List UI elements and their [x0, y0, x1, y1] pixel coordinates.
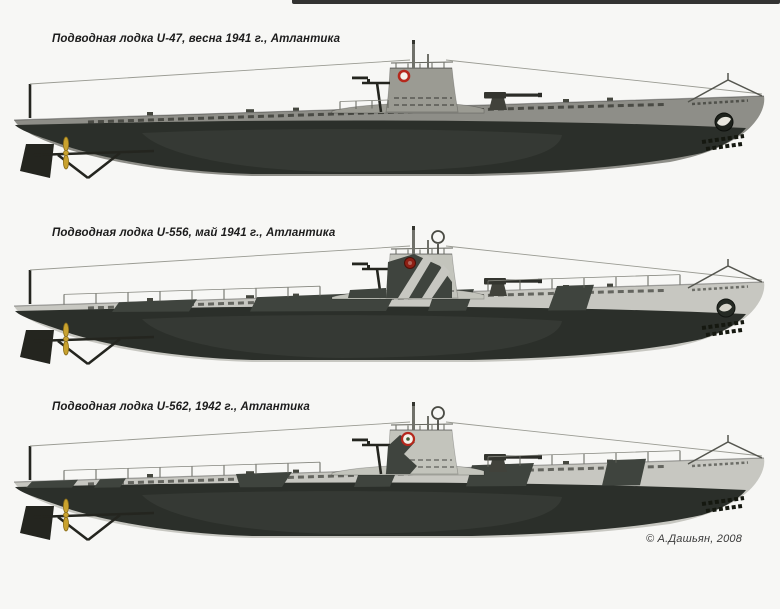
life-ring-emblem [397, 69, 411, 83]
red-disc-emblem [404, 257, 416, 269]
caption-u556: Подводная лодка U-556, май 1941 г., Атла… [52, 227, 336, 239]
submarine-illustration-u47 [12, 38, 767, 180]
loop-antenna-icon [431, 406, 445, 431]
submarine-illustration-u556 [12, 224, 767, 366]
loop-antenna-icon [431, 230, 445, 255]
wreath-ring-emblem [400, 431, 416, 447]
dark-roundel-emblem [716, 298, 736, 318]
scan-edge-artifact [292, 0, 780, 4]
submarine-illustration-u562 [12, 400, 767, 542]
bull-roundel-emblem [714, 112, 734, 132]
copyright-credit: © А.Дашьян, 2008 [646, 533, 743, 545]
caption-u562: Подводная лодка U-562, 1942 г., Атлантик… [52, 401, 310, 413]
caption-u47: Подводная лодка U-47, весна 1941 г., Атл… [52, 33, 341, 45]
